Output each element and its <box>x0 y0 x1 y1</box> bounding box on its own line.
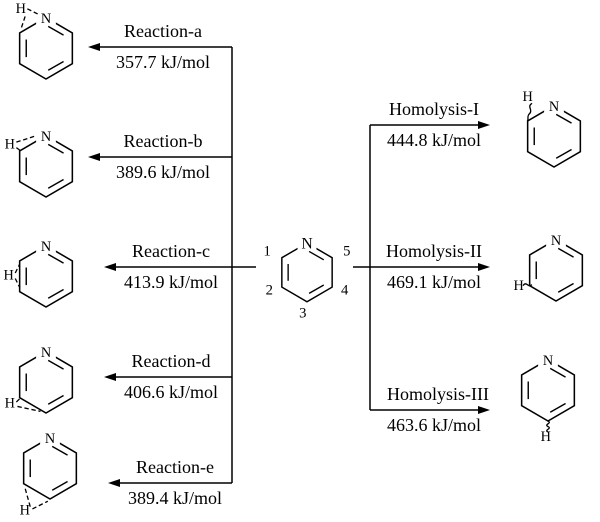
nitrogen-label: N <box>41 345 51 361</box>
homolytic-bond <box>527 102 533 122</box>
molecule-homolysis-1-product: N H <box>522 89 582 168</box>
partial-bond <box>15 398 21 403</box>
reaction-a-energy: 357.7 kJ/mol <box>115 52 210 72</box>
reaction-a-label: Reaction-a <box>124 21 202 41</box>
homolytic-bond <box>546 420 550 433</box>
reaction-b-energy: 389.6 kJ/mol <box>115 162 210 182</box>
hydrogen-label: H <box>5 137 15 153</box>
ring-position-4: 4 <box>341 282 349 298</box>
homolysis-3-arrow <box>370 406 490 414</box>
reaction-d-label: Reaction-d <box>131 351 211 371</box>
ring-position-1: 1 <box>264 244 271 260</box>
nitrogen-label: N <box>41 239 51 255</box>
partial-bond <box>15 147 22 152</box>
reaction-e-label: Reaction-e <box>136 457 214 477</box>
hydrogen-label: H <box>522 89 532 105</box>
molecule-reaction-a-product: N H <box>16 1 74 80</box>
reaction-e-arrow <box>108 479 232 487</box>
molecule-homolysis-2-product: N H <box>514 228 584 302</box>
homolysis-1-energy: 444.8 kJ/mol <box>386 130 481 150</box>
nitrogen-label: N <box>551 233 561 249</box>
reaction-a-arrow <box>88 43 232 51</box>
ring-position-5: 5 <box>343 244 350 260</box>
homolysis-1-label: Homolysis-I <box>389 99 479 119</box>
reaction-b-label: Reaction-b <box>123 131 203 151</box>
hydrogen-label: H <box>541 429 551 445</box>
molecule-homolysis-3-product: N H <box>520 348 576 445</box>
homolysis-3-label: Homolysis-III <box>387 384 489 404</box>
partial-bond <box>24 486 31 507</box>
partial-bond <box>32 500 49 510</box>
homolysis-3-energy: 463.6 kJ/mol <box>386 415 481 435</box>
partial-bond <box>17 405 41 413</box>
reaction-c-label: Reaction-c <box>132 241 210 261</box>
ring-position-3: 3 <box>299 305 306 321</box>
molecule-reaction-c-product: N H <box>4 234 74 308</box>
nitrogen-label: N <box>45 431 55 447</box>
reaction-c-arrow <box>104 263 256 271</box>
nitrogen-label: N <box>41 129 51 145</box>
molecule-reaction-d-product: N H <box>5 340 74 414</box>
hydrogen-label: H <box>20 502 30 518</box>
homolysis-1-arrow <box>370 121 490 129</box>
homolysis-2-label: Homolysis-II <box>386 241 482 261</box>
partial-bond <box>20 16 26 30</box>
nitrogen-label: N <box>549 99 559 115</box>
molecule-reaction-e-product: N H <box>20 426 78 518</box>
reaction-e-energy: 389.4 kJ/mol <box>127 488 222 508</box>
molecule-reaction-b-product: N H <box>5 124 74 198</box>
homolytic-bond <box>522 283 533 287</box>
molecule-central-pyridine: N 1 5 2 4 3 <box>264 232 350 321</box>
reaction-d-arrow <box>104 373 232 381</box>
hydrogen-label: H <box>5 396 15 412</box>
partial-bond <box>27 8 39 15</box>
ring-position-2: 2 <box>266 282 273 298</box>
partial-bond <box>16 135 36 143</box>
nitrogen-label: N <box>543 353 553 369</box>
nitrogen-label: N <box>301 235 312 252</box>
hydrogen-label: H <box>4 268 14 284</box>
partial-bond <box>14 278 21 288</box>
reaction-c-energy: 413.9 kJ/mol <box>123 272 218 292</box>
partial-bond <box>14 263 21 274</box>
nitrogen-label: N <box>41 11 51 27</box>
reaction-b-arrow <box>88 153 232 161</box>
hydrogen-label: H <box>16 1 26 17</box>
reaction-d-energy: 406.6 kJ/mol <box>123 382 218 402</box>
homolysis-2-arrow <box>353 263 490 271</box>
hydrogen-label: H <box>514 278 524 294</box>
homolysis-2-energy: 469.1 kJ/mol <box>386 272 481 292</box>
